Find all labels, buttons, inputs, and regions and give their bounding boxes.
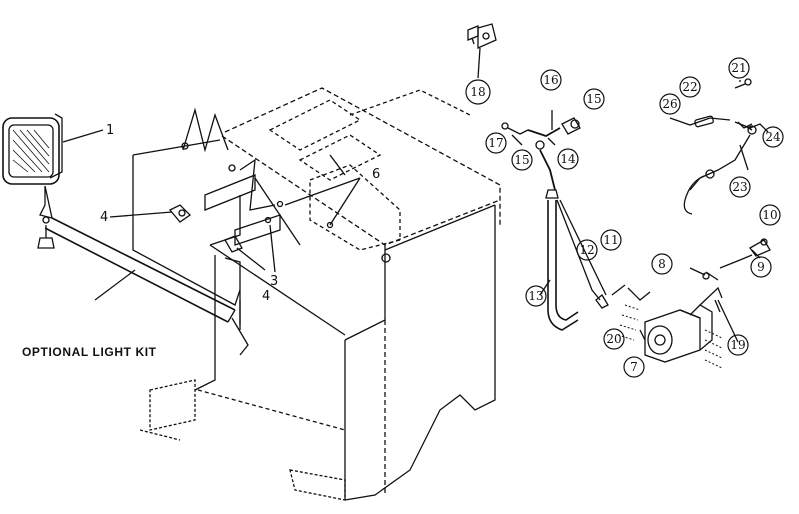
callout-9: 9	[757, 260, 765, 274]
callout-21: 21	[731, 61, 746, 75]
callout-3: 3	[270, 274, 278, 289]
callout-16: 16	[543, 73, 558, 87]
callout-22: 22	[682, 80, 697, 94]
callout-13: 13	[528, 289, 543, 303]
callout-11: 11	[603, 233, 618, 247]
optional-light-kit-label: OPTIONAL LIGHT KIT	[22, 345, 157, 359]
callouts	[465, 57, 784, 378]
motor-unit	[627, 249, 761, 363]
callout-18: 18	[470, 85, 485, 99]
callout-12: 12	[579, 243, 594, 257]
leader-lines-left	[62, 129, 361, 273]
callout-23: 23	[732, 180, 747, 194]
callout-14: 14	[560, 152, 576, 166]
callout-7: 7	[630, 360, 638, 374]
callout-26: 26	[662, 97, 677, 111]
callout-24: 24	[765, 130, 781, 144]
callout-6: 6	[372, 167, 380, 182]
callout-15-upper: 15	[586, 92, 601, 106]
callout-15-lower: 15	[514, 153, 529, 167]
panel-fasteners	[168, 200, 334, 253]
callout-4-lower: 4	[262, 289, 270, 304]
hose-assembly	[539, 189, 626, 331]
light-bar	[44, 217, 249, 356]
connector-group-upper	[501, 110, 581, 191]
switch-assembly	[467, 23, 497, 79]
wiring-harness	[669, 78, 769, 215]
motor-bolts	[617, 304, 723, 369]
callout-8: 8	[658, 257, 666, 271]
callout-17: 17	[488, 136, 503, 150]
cab-enclosure	[139, 87, 501, 501]
callout-20: 20	[606, 332, 621, 346]
callout-10: 10	[762, 208, 777, 222]
small-fitting-right	[749, 238, 771, 257]
work-light	[2, 113, 63, 249]
callout-19: 19	[730, 338, 745, 352]
mounting-panel	[132, 107, 301, 325]
callout-1: 1	[106, 123, 114, 138]
callout-4-upper: 4	[100, 210, 108, 225]
